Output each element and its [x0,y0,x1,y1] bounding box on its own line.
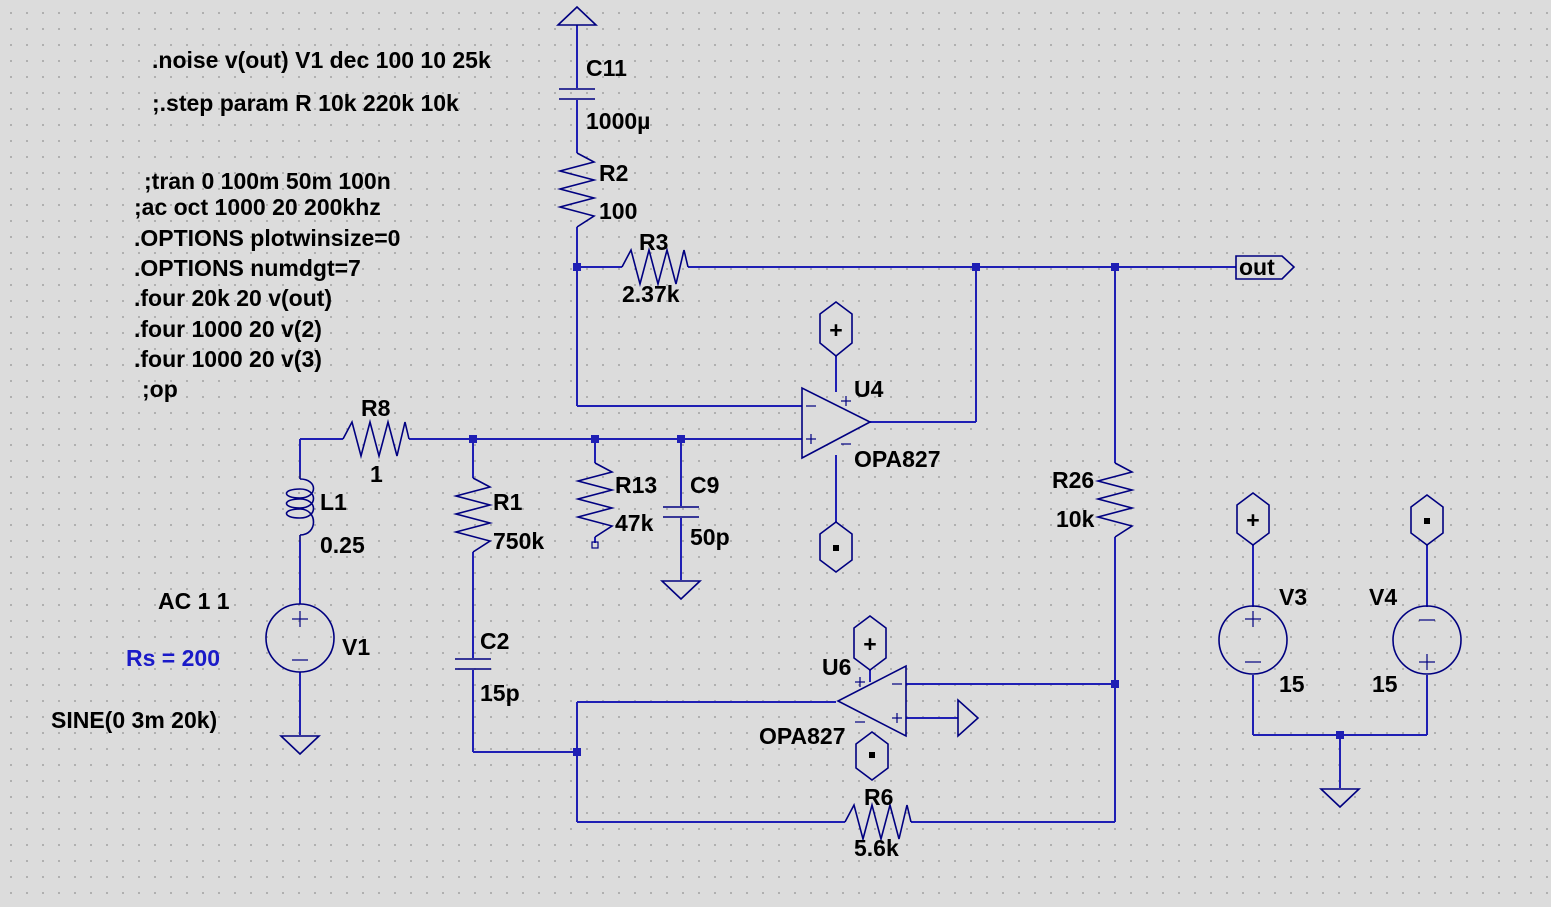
directive-four-out[interactable]: .four 20k 20 v(out) [134,285,332,311]
r2-value: 100 [599,198,637,224]
v1-ac: AC 1 1 [158,588,230,614]
resistor-r3[interactable] [621,246,689,288]
c2-name: C2 [480,628,509,654]
spice-directives: .noise v(out) V1 dec 100 10 25k ;.step p… [134,47,491,402]
directive-tran[interactable]: ;tran 0 100m 50m 100n [144,168,391,194]
v1-sine: SINE(0 3m 20k) [51,707,217,733]
r13-value: 47k [615,510,654,536]
c11-name: C11 [586,55,627,81]
voltage-source-v4[interactable] [1392,605,1462,675]
minus-icon [833,545,839,551]
r3-value: 2.37k [622,281,680,307]
v4-value: 15 [1372,671,1398,697]
r6-value: 5.6k [854,835,899,861]
component-labels: C11 1000µ R2 100 R3 2.37k out R8 1 L1 0.… [51,55,1398,861]
minus-icon [869,752,875,758]
plus-supply-flag[interactable] [1236,492,1270,546]
v1-rs: Rs = 200 [126,645,220,671]
r1-name: R1 [493,489,523,515]
r1-value: 750k [493,528,544,554]
inductor-l1[interactable] [285,472,315,542]
v4-name: V4 [1369,584,1397,610]
c9-value: 50p [690,524,730,550]
plus-icon: + [829,317,842,343]
directive-options-numdgt[interactable]: .OPTIONS numdgt=7 [134,255,361,281]
u4-name: U4 [854,376,884,402]
out-label-text: out [1239,254,1275,280]
opamp-u6[interactable] [836,664,907,738]
junctions [469,263,1344,756]
v3-value: 15 [1279,671,1305,697]
r3-name: R3 [639,229,668,255]
r8-value: 1 [370,461,383,487]
u6-name: U6 [822,654,851,680]
c11-value: 1000µ [586,108,650,134]
ground-icon [659,580,703,601]
u6-model: OPA827 [759,723,846,749]
resistor-r13[interactable] [574,462,616,538]
resistor-r8[interactable] [342,418,410,460]
r26-name: R26 [1052,467,1094,493]
plus-icon: + [863,631,876,657]
voltage-source-v1[interactable] [265,603,335,673]
resistor-r1[interactable] [452,477,494,553]
c2-value: 15p [480,680,520,706]
ground-icon [1318,788,1362,809]
r8-name: R8 [361,395,391,421]
directive-noise[interactable]: .noise v(out) V1 dec 100 10 25k [152,47,491,73]
output-arrow-icon [957,698,980,738]
opamp-u4[interactable] [801,386,872,460]
capacitor-c11[interactable] [559,88,595,100]
v1-name: V1 [342,634,370,660]
l1-value: 0.25 [320,532,365,558]
c9-name: C9 [690,472,719,498]
r26-value: 10k [1056,506,1095,532]
supply-flag-icon[interactable] [555,5,599,26]
r6-name: R6 [864,784,893,810]
voltage-source-v3[interactable] [1218,605,1288,675]
resistor-r26[interactable] [1094,462,1136,538]
r13-name: R13 [615,472,657,498]
capacitor-c2[interactable] [455,658,491,670]
directive-ac[interactable]: ;ac oct 1000 20 200khz [134,194,381,220]
directive-options-plotwinsize[interactable]: .OPTIONS plotwinsize=0 [134,225,400,251]
capacitor-c9[interactable] [663,506,699,518]
directive-four-v3[interactable]: .four 1000 20 v(3) [134,346,322,372]
r2-name: R2 [599,160,628,186]
terminal-icon [591,541,599,549]
resistor-r2[interactable] [556,152,598,228]
ground-icon [278,735,322,756]
directive-step[interactable]: ;.step param R 10k 220k 10k [152,90,459,116]
minus-icon [1424,518,1430,524]
directive-op[interactable]: ;op [142,376,178,402]
net-label-out[interactable] [1235,255,1296,280]
directive-four-v2[interactable]: .four 1000 20 v(2) [134,316,322,342]
u4-model: OPA827 [854,446,941,472]
l1-name: L1 [320,489,347,515]
plus-supply-flag[interactable] [819,301,853,358]
v3-name: V3 [1279,584,1307,610]
plus-supply-flag[interactable] [853,615,887,671]
resistor-r6[interactable] [844,801,912,843]
plus-icon: + [1246,507,1259,533]
